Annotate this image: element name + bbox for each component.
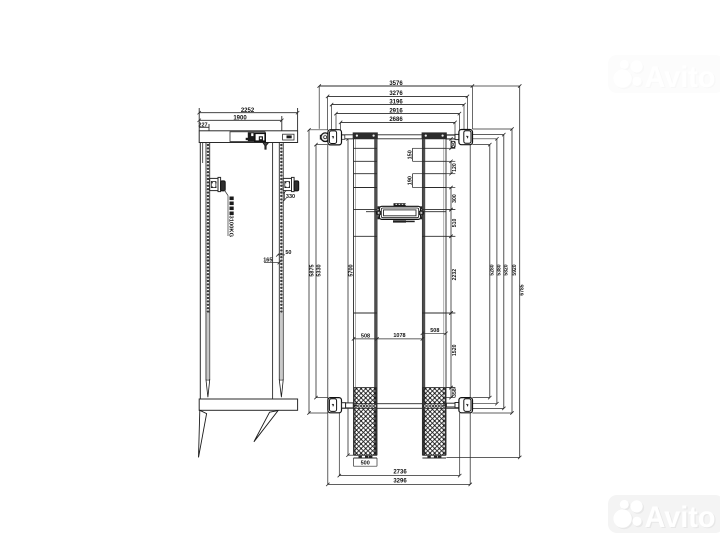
svg-text:3196: 3196 <box>389 99 403 105</box>
svg-text:150: 150 <box>408 150 414 159</box>
svg-text:330: 330 <box>286 194 295 200</box>
svg-text:Avito: Avito <box>645 61 716 94</box>
svg-text:2232: 2232 <box>452 269 458 281</box>
svg-text:500: 500 <box>361 460 370 466</box>
svg-text:508: 508 <box>430 328 439 334</box>
svg-text:190: 190 <box>408 176 414 185</box>
svg-text:50: 50 <box>285 250 291 256</box>
svg-text:5380: 5380 <box>497 264 503 275</box>
svg-text:227: 227 <box>198 122 207 128</box>
svg-text:2916: 2916 <box>389 108 403 114</box>
svg-text:510: 510 <box>452 219 458 228</box>
svg-text:Avito: Avito <box>645 501 716 534</box>
svg-text:5920: 5920 <box>512 264 518 275</box>
svg-text:120: 120 <box>452 163 458 172</box>
svg-text:3576: 3576 <box>389 81 403 87</box>
svg-text:2736: 2736 <box>393 470 407 476</box>
svg-text:3296: 3296 <box>393 478 407 484</box>
svg-text:5875: 5875 <box>310 264 316 276</box>
svg-text:1078: 1078 <box>393 333 405 339</box>
svg-text:300: 300 <box>452 194 458 203</box>
svg-text:3100KG: 3100KG <box>228 216 234 238</box>
svg-text:Avito: Avito <box>646 62 717 95</box>
svg-text:5280: 5280 <box>490 264 496 275</box>
svg-text:2252: 2252 <box>241 108 255 114</box>
svg-text:1900: 1900 <box>233 116 247 122</box>
svg-text:508: 508 <box>361 334 370 340</box>
svg-text:5700: 5700 <box>349 264 355 276</box>
svg-text:1520: 1520 <box>452 344 458 356</box>
svg-text:Avito: Avito <box>646 502 717 535</box>
svg-text:358: 358 <box>452 388 458 397</box>
svg-text:3276: 3276 <box>389 91 403 97</box>
svg-text:2686: 2686 <box>389 117 403 123</box>
svg-text:165: 165 <box>263 258 272 264</box>
svg-text:6785: 6785 <box>520 284 526 295</box>
svg-text:5820: 5820 <box>504 264 510 275</box>
svg-text:5330: 5330 <box>317 264 323 276</box>
